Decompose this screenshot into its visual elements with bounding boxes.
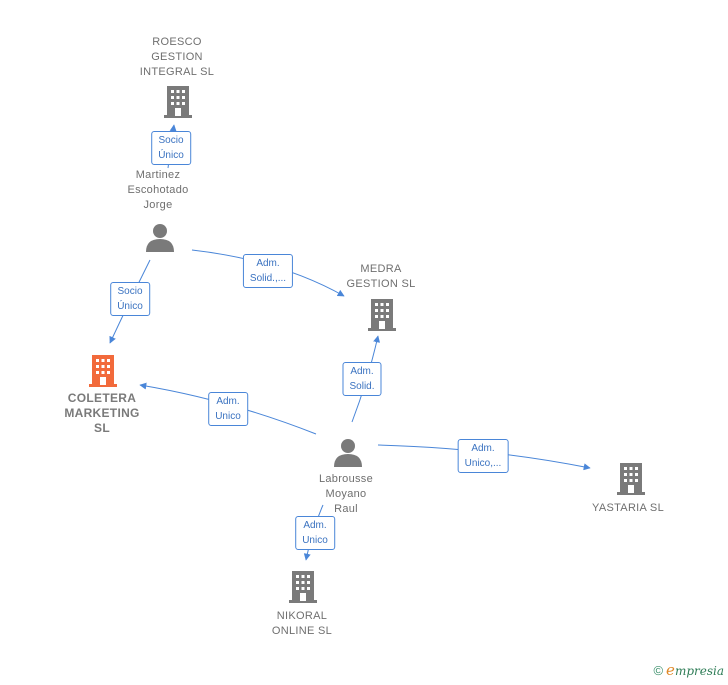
- building-icon[interactable]: [367, 297, 397, 331]
- edge-label-martinez-coletera[interactable]: Socio Único: [110, 282, 150, 316]
- copyright-symbol: ©: [653, 663, 664, 678]
- node-label-roesco[interactable]: ROESCO GESTION INTEGRAL SL: [139, 36, 215, 78]
- edge-label-labrousse-nikoral[interactable]: Adm. Unico: [295, 516, 335, 550]
- node-label-nikoral[interactable]: NIKORAL ONLINE SL: [271, 610, 333, 637]
- brand-name: mpresia: [674, 664, 724, 678]
- node-label-medra[interactable]: MEDRA GESTION SL: [346, 263, 416, 290]
- building-icon[interactable]: [616, 461, 646, 495]
- building-icon-main[interactable]: [88, 353, 118, 387]
- node-label-coletera[interactable]: COLETERA MARKETING SL: [64, 391, 140, 435]
- edge-label-labrousse-coletera[interactable]: Adm. Unico: [208, 392, 248, 426]
- building-icon[interactable]: [288, 569, 318, 603]
- edge-label-labrousse-yastaria[interactable]: Adm. Unico,...: [457, 439, 509, 473]
- node-label-yastaria[interactable]: YASTARIA SL: [592, 502, 664, 514]
- node-label-labrousse[interactable]: Labrousse Moyano Raul: [318, 473, 374, 515]
- person-icon[interactable]: [145, 222, 175, 252]
- node-label-martinez[interactable]: Martinez Escohotado Jorge: [127, 169, 189, 211]
- edge-label-martinez-medra[interactable]: Adm. Solid.,...: [242, 254, 294, 288]
- brand-footer[interactable]: ©empresia: [653, 661, 724, 679]
- edge-label-martinez-roesco[interactable]: Socio Único: [151, 131, 191, 165]
- edge-label-labrousse-medra[interactable]: Adm. Solid.: [342, 362, 382, 396]
- brand-initial: e: [666, 661, 675, 679]
- building-icon[interactable]: [163, 84, 193, 118]
- person-icon[interactable]: [333, 437, 363, 467]
